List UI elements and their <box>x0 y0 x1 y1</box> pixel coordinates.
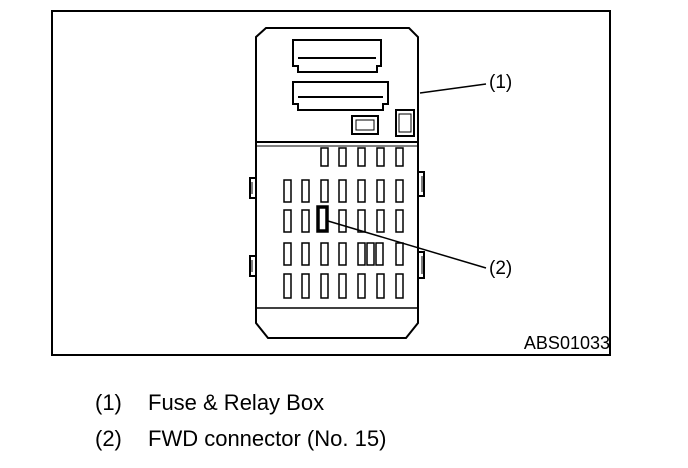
fuse-slot-grid <box>283 147 404 299</box>
fuse-slot <box>366 242 375 266</box>
fuse-slot <box>376 179 385 203</box>
fuse-slot <box>338 147 347 167</box>
fuse-slot <box>338 242 347 266</box>
leader-line-1 <box>419 83 487 94</box>
legend-number: (1) <box>95 390 122 415</box>
fuse-slot <box>395 242 404 266</box>
fuse-relay-box-body <box>255 27 419 339</box>
fuse-slot <box>395 147 404 167</box>
fuse-slot <box>283 242 292 266</box>
fuse-slot <box>301 273 310 299</box>
right-clips <box>418 171 425 279</box>
legend-text: FWD connector (No. 15) <box>148 426 387 451</box>
fuse-slot <box>283 209 292 233</box>
fuse-slot <box>376 209 385 233</box>
fuse-slot <box>338 209 347 233</box>
legend-text: Fuse & Relay Box <box>148 390 325 415</box>
fuse-slot <box>338 179 347 203</box>
callout-label-2: (2) <box>489 258 513 279</box>
fuse-slot <box>395 209 404 233</box>
callout-label-1: (1) <box>489 72 513 93</box>
fuse-slot <box>283 179 292 203</box>
legend-number: (2) <box>95 426 122 451</box>
upper-connector-2 <box>292 81 389 111</box>
fuse-slot <box>376 273 385 299</box>
fuse-slot <box>395 273 404 299</box>
fuse-slot <box>357 273 366 299</box>
fuse-slot <box>338 273 347 299</box>
fuse-slot <box>301 179 310 203</box>
fuse-slot <box>320 242 329 266</box>
legend-item-2: (2) FWD connector (No. 15) <box>95 426 386 452</box>
fuse-slot <box>301 209 310 233</box>
fuse-slot <box>301 242 310 266</box>
fuse-slot <box>320 273 329 299</box>
fuse-slot <box>357 242 366 266</box>
fuse-slot <box>376 147 385 167</box>
fuse-slot <box>375 242 384 266</box>
fuse-slot <box>320 179 329 203</box>
legend-item-1: (1) Fuse & Relay Box <box>95 390 324 416</box>
fuse-slot <box>357 179 366 203</box>
fuse-slot <box>395 179 404 203</box>
upper-connector-1 <box>292 39 382 73</box>
leader-line-2 <box>327 220 487 269</box>
fuse-slot <box>357 209 366 233</box>
small-relay-socket <box>351 115 379 135</box>
fuse-slot <box>320 147 329 167</box>
figure-frame <box>51 10 611 356</box>
fwd-connector-slot <box>316 205 329 233</box>
fuse-slot <box>357 147 366 167</box>
tall-relay-socket <box>395 109 415 137</box>
fuse-slot <box>283 273 292 299</box>
figure-id: ABS01033 <box>523 333 610 353</box>
left-clips <box>249 177 256 277</box>
